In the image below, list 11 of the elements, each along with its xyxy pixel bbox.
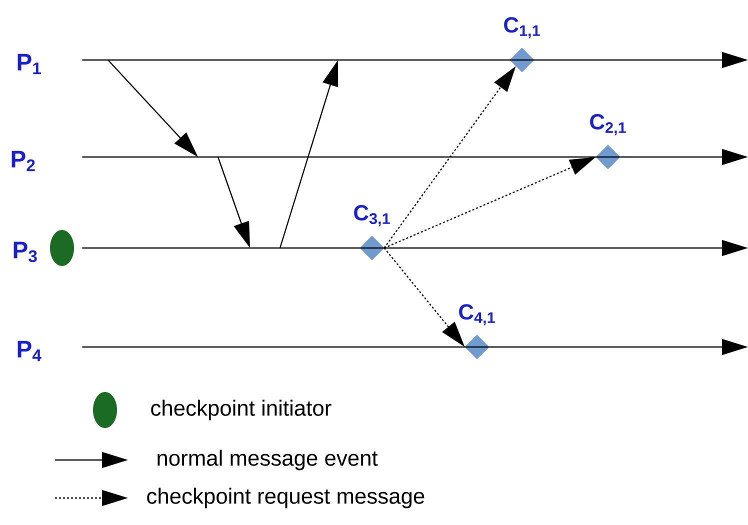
- node-label: C$_{4,1}$: [459, 304, 495, 326]
- node-label: C$_{2,1}$: [590, 114, 626, 136]
- legend-label: normal message event: [158, 450, 378, 470]
- process-label: P$_{4}$: [18, 340, 42, 362]
- process-label: P$_{2}$: [12, 150, 35, 172]
- legend-label: checkpoint request message: [147, 488, 424, 508]
- process-label: P$_{3}$: [14, 242, 37, 262]
- process-label: P$_{1}$: [18, 54, 41, 74]
- node-label: C$_{1,1}$: [504, 17, 540, 38]
- node-label: C$_{3,1}$: [354, 204, 390, 226]
- legend-label: checkpoint initiator: [151, 400, 332, 420]
